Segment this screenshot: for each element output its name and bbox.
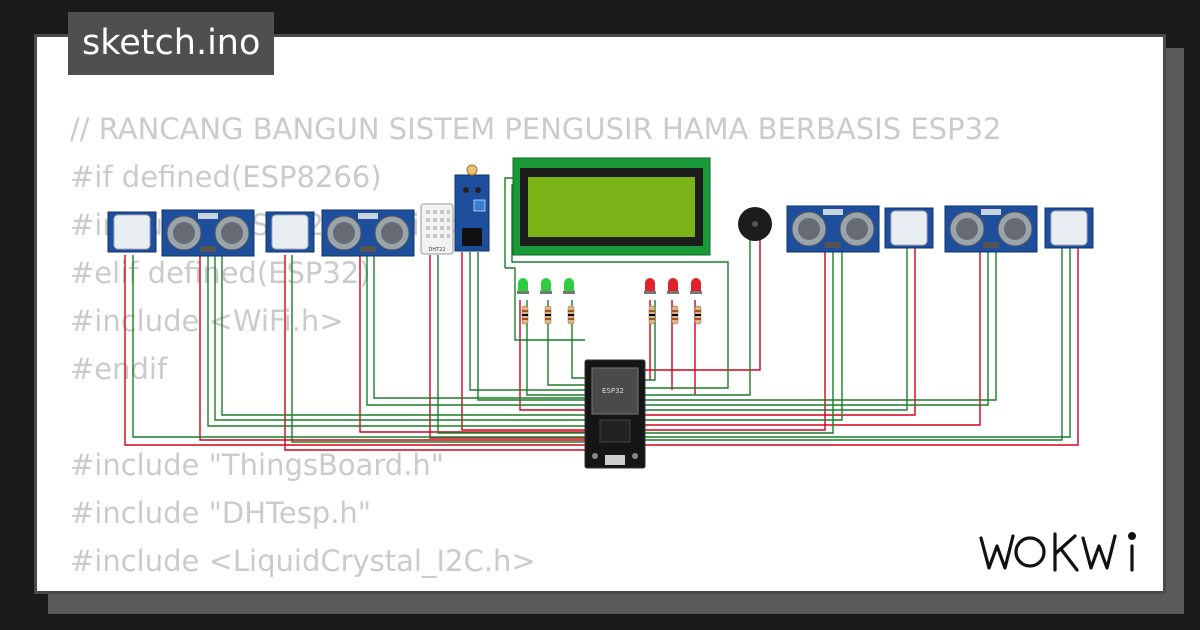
green-led — [517, 278, 529, 294]
resistor — [521, 305, 529, 325]
filename-tab[interactable]: sketch.ino — [68, 12, 275, 75]
led-red-group — [644, 278, 702, 325]
lcd-display — [512, 157, 711, 256]
resistor — [648, 305, 656, 325]
dht22-sensor: DHT22 — [420, 203, 454, 255]
ultrasonic-sensor — [161, 209, 255, 257]
resistor — [671, 305, 679, 325]
green-led — [540, 278, 552, 294]
pir-sensor — [884, 207, 934, 249]
resistor — [694, 305, 702, 325]
code-line: #include <WiFi.h> — [70, 304, 344, 338]
esp32-board: ESP32 — [584, 359, 646, 469]
red-led — [690, 278, 702, 294]
code-line: #include "ThingsBoard.h" — [70, 448, 445, 482]
pir-sensor — [265, 211, 315, 253]
red-led — [644, 278, 656, 294]
sensor-row-left — [107, 209, 415, 257]
sensor-row-right — [786, 205, 1094, 253]
pir-sensor — [1044, 207, 1094, 249]
resistor — [544, 305, 552, 325]
buzzer — [738, 207, 772, 241]
code-line: #include <LiquidCrystal_I2C.h> — [70, 544, 536, 578]
ldr-module — [454, 164, 490, 252]
esp32-label: ESP32 — [602, 387, 624, 395]
wokwi-logo — [979, 532, 1137, 572]
code-line: #elif defined(ESP32) — [70, 256, 371, 290]
code-line: // RANCANG BANGUN SISTEM PENGUSIR HAMA B… — [70, 112, 1002, 146]
code-line: #include "DHTesp.h" — [70, 496, 372, 530]
pir-sensor — [107, 211, 157, 253]
ultrasonic-sensor — [321, 209, 415, 257]
code-line: #if defined(ESP8266) — [70, 160, 382, 194]
code-line: #endif — [70, 352, 168, 386]
led-green-group — [517, 278, 575, 325]
dht22-label: DHT22 — [428, 247, 445, 253]
green-led — [563, 278, 575, 294]
red-led — [667, 278, 679, 294]
ultrasonic-sensor — [944, 205, 1038, 253]
ultrasonic-sensor — [786, 205, 880, 253]
resistor — [567, 305, 575, 325]
preview-card: // RANCANG BANGUN SISTEM PENGUSIR HAMA B… — [34, 34, 1166, 594]
